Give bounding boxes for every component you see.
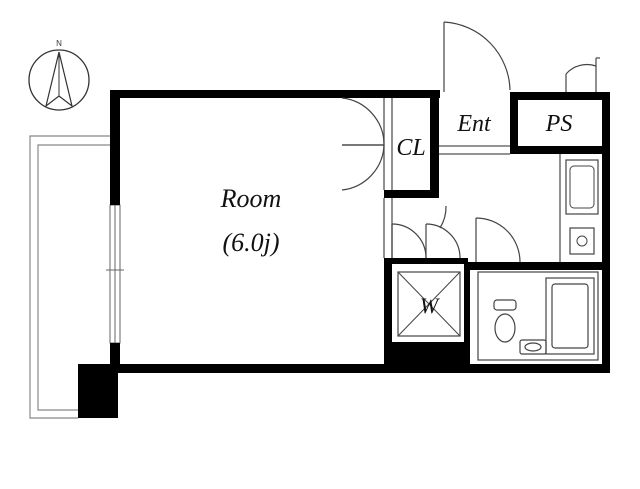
washbasin-icon <box>519 339 547 355</box>
doors <box>341 21 601 263</box>
kitchen-sink-icon <box>565 159 599 215</box>
compass-north-label: N <box>56 39 62 48</box>
washer-space <box>397 271 461 337</box>
balcony-window <box>106 204 124 344</box>
wall-washer-south <box>384 342 468 373</box>
entrance-label: Ent <box>456 111 492 137</box>
wall-room-east <box>384 258 392 373</box>
room-size-label: (6.0j) <box>222 228 279 257</box>
wall-washer-north <box>384 258 468 264</box>
unit-bath <box>477 271 599 361</box>
compass-ring <box>28 49 90 111</box>
room-door-icon <box>391 205 461 259</box>
wall-east <box>602 92 610 373</box>
wall-bath-north <box>468 262 610 270</box>
bath-door-icon <box>475 217 521 263</box>
wall-west-room-bottom <box>110 343 120 373</box>
wall-south <box>110 364 610 373</box>
washer-label: W <box>420 293 440 318</box>
wall-north-room <box>110 90 440 98</box>
closet-label: CL <box>396 135 425 161</box>
closet-door-upper-icon <box>341 97 385 146</box>
wall-cl-south <box>384 190 439 198</box>
wall-west-room-top <box>110 90 120 205</box>
kitchen <box>565 159 599 255</box>
entrance-door-icon <box>443 21 511 92</box>
ps-door-icon <box>565 57 601 92</box>
wall-cl-east <box>430 92 439 196</box>
ps-label: PS <box>545 111 573 137</box>
wall-ps-west <box>510 92 518 154</box>
balcony <box>29 135 118 419</box>
stove-icon <box>569 227 595 255</box>
room-name-label: Room <box>220 184 282 213</box>
closet-door-lower-icon <box>341 144 385 191</box>
walls <box>110 90 610 373</box>
wall-north-east <box>510 92 610 100</box>
compass: N <box>28 39 90 111</box>
wall-bath-west <box>464 262 470 373</box>
bathtub-icon <box>545 277 595 355</box>
toilet-icon <box>493 299 517 343</box>
wall-ps-south <box>510 146 610 154</box>
